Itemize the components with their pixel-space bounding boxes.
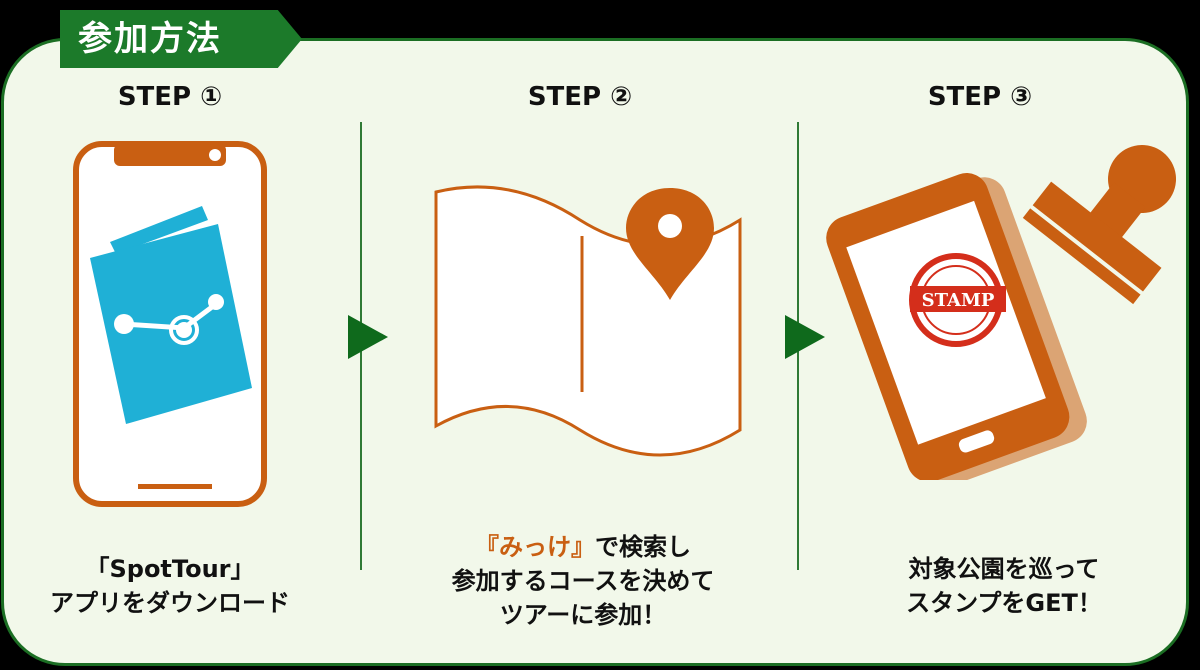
step-2-caption-line1-rest: で検索し	[595, 533, 691, 561]
app-book-icon	[90, 206, 252, 424]
step-2-caption: 『みっけ』で検索し 参加するコースを決めて ツアーに参加！	[403, 530, 763, 632]
step-3-label: STEP ③	[927, 82, 1033, 112]
step-3-caption: 対象公園を巡って スタンプをGET！	[824, 552, 1184, 620]
section-tab-title: 参加方法	[60, 10, 302, 68]
step-3-caption-line1: 対象公園を巡って	[908, 555, 1100, 583]
step-arrow-1	[348, 315, 388, 359]
stamp-label: STAMP	[922, 290, 995, 311]
location-pin-icon	[626, 188, 714, 300]
stamp-phone-icon: STAMP	[826, 145, 1177, 480]
step-2-caption-line3: ツアーに参加！	[499, 601, 667, 629]
app-name-highlight: 『みっけ』	[475, 533, 595, 561]
step-3-caption-line2: スタンプをGET！	[906, 589, 1102, 617]
step-1-caption-line1: 「SpotTour」	[85, 555, 255, 583]
step-2-label: STEP ②	[527, 82, 633, 112]
step-2-caption-line1: 『みっけ』で検索し	[403, 530, 763, 564]
step-arrow-2	[785, 315, 825, 359]
rubber-stamp-icon	[1022, 145, 1177, 305]
map-icon	[434, 185, 742, 457]
step-1-label: STEP ①	[117, 82, 223, 112]
step-2-caption-line2: 参加するコースを決めて	[451, 567, 715, 595]
step-1-caption: 「SpotTour」 アプリをダウンロード	[0, 552, 350, 620]
step-1-caption-line2: アプリをダウンロード	[50, 589, 290, 617]
phone-icon	[73, 141, 267, 507]
